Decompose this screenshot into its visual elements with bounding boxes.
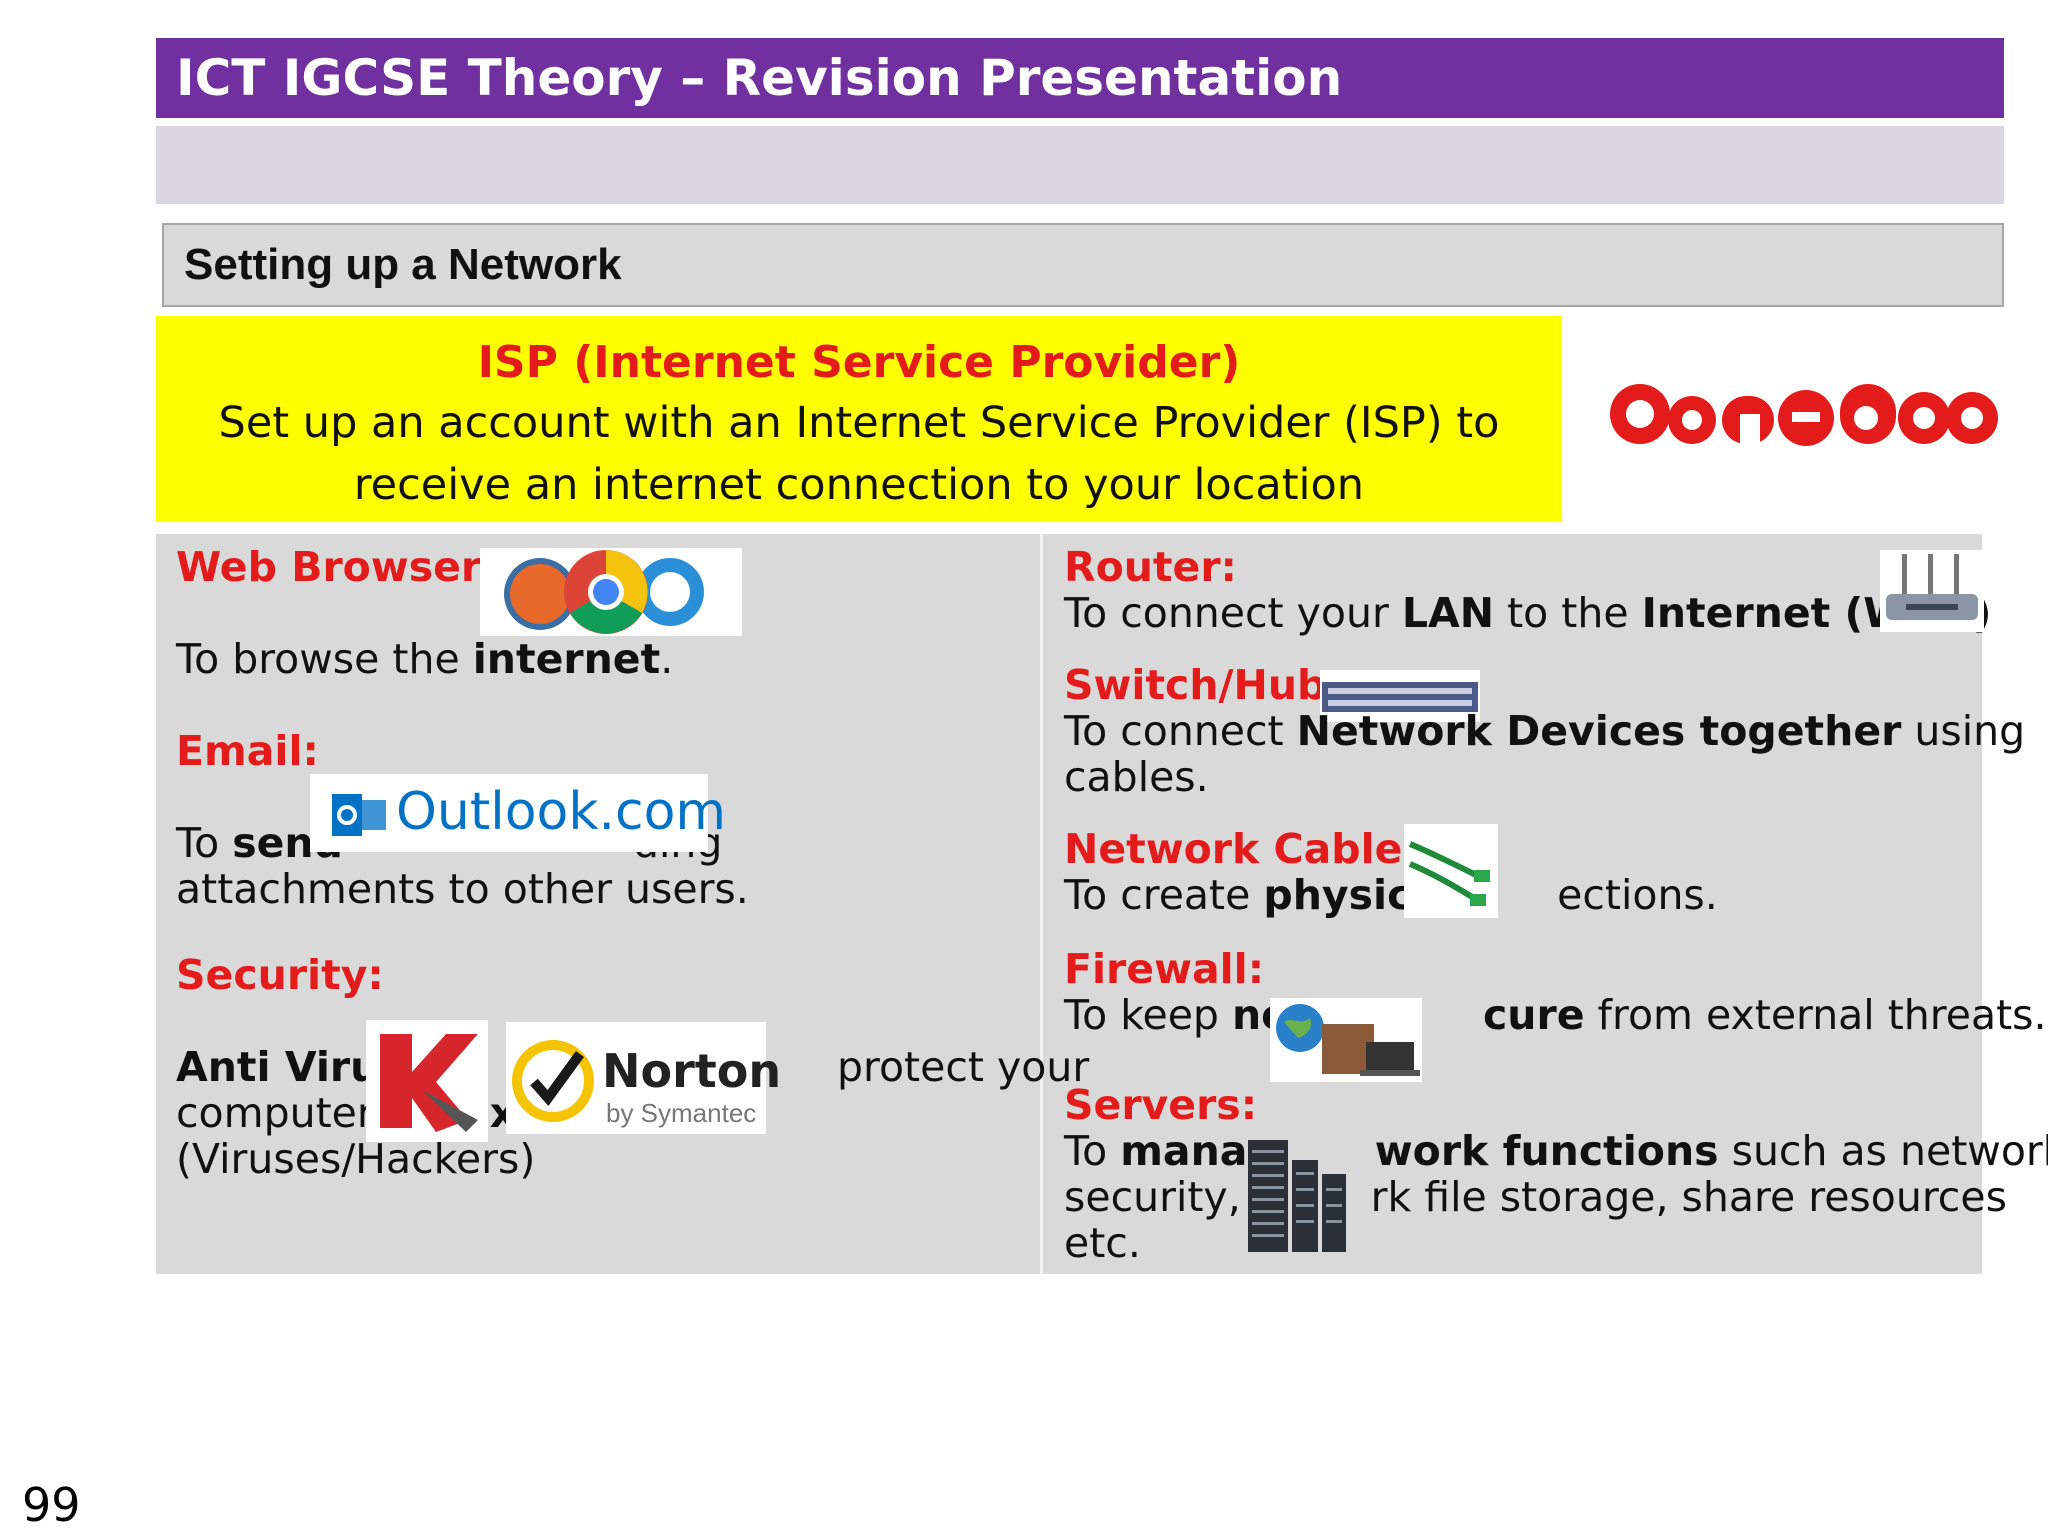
norton-sublabel: by Symantec [606,1098,757,1128]
network-cables-heading: Network Cables: [1064,825,1444,873]
switch-text-line-1: To connect Network Devices together usin… [1064,707,2026,755]
security-heading: Security: [176,951,384,999]
switch-heading: Switch/Hub: [1064,661,1343,709]
web-browser-heading: Web Browser: [176,543,498,591]
isp-box: ISP (Internet Service Provider) Set up a… [156,316,1562,522]
email-heading: Email: [176,727,319,775]
presentation-title: ICT IGCSE Theory – Revision Presentation [156,38,2004,118]
servers-image [1244,1138,1350,1254]
servers-heading: Servers: [1064,1081,1258,1129]
security-text-line-3: (Viruses/Hackers) [176,1135,536,1183]
network-cable-image [1404,824,1498,918]
browser-icons-image [480,548,742,636]
norton-check-icon [512,1040,594,1122]
page-number: 99 [22,1478,81,1532]
outlook-logo: Outlook.com [310,774,726,852]
web-browser-text: To browse the internet. [176,635,674,683]
switch-text-line-2: cables. [1064,753,1209,801]
router-heading: Router: [1064,543,1237,591]
outlook-icon [332,794,386,836]
router-text: To connect your LAN to the Internet (WAN… [1064,589,1992,637]
router-image [1880,550,1984,632]
kaspersky-logo [366,1020,488,1142]
isp-line-1: Set up an account with an Internet Servi… [218,398,1500,448]
content-table [156,534,1982,1274]
firewall-heading: Firewall: [1064,945,1265,993]
subtitle-bar [156,126,2004,204]
firewall-image [1270,998,1422,1082]
ooredoo-logo [1610,384,1998,446]
switch-image [1320,670,1480,722]
isp-line-2: receive an internet connection to your l… [353,460,1365,510]
servers-text-line-3: etc. [1064,1219,1141,1267]
outlook-label: Outlook.com [396,782,727,842]
security-text-line-1: Anti Virus,aprotect your [176,1043,1090,1091]
norton-logo: Norton by Symantec [506,1022,781,1134]
section-title: Setting up a Network [162,223,2004,307]
norton-label: Norton [602,1044,782,1098]
isp-heading: ISP (Internet Service Provider) [477,337,1241,388]
column-divider [1040,534,1043,1274]
email-text-line-2: attachments to other users. [176,865,749,913]
